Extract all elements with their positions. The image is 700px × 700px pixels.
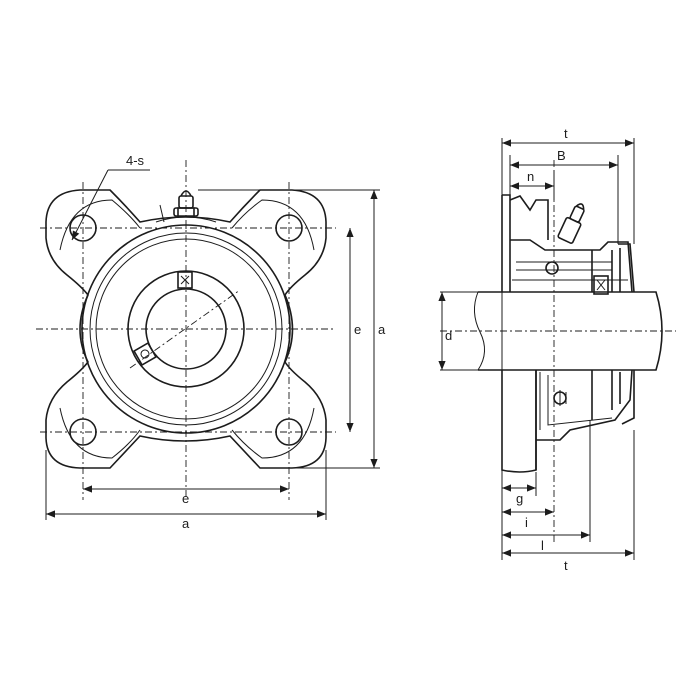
lobe-br-inner	[231, 407, 315, 459]
lobe-tl-inner	[59, 199, 141, 251]
housing-upper-lines	[512, 261, 628, 281]
dim-B-label: B	[557, 148, 566, 163]
housing-lower	[535, 369, 633, 470]
dim-g-label: g	[516, 491, 523, 506]
side-grease-nipple-icon	[557, 203, 585, 244]
set-screw-side-icon	[132, 341, 158, 367]
ball-lower-detail	[559, 390, 567, 406]
dim-n-label: n	[527, 169, 534, 184]
side-set-screw-cross	[596, 279, 606, 291]
dim-t-bottom-label: t	[564, 558, 568, 573]
dim-e-vertical-label: e	[354, 322, 361, 337]
side-flange-top	[509, 195, 549, 240]
front-view: 4-s e a e a	[36, 153, 386, 531]
set-screw-top-icon	[177, 271, 193, 289]
ball-upper	[545, 261, 559, 275]
hole-spec-leader-arrow	[71, 169, 109, 241]
side-flange	[501, 194, 537, 473]
housing-upper	[510, 239, 633, 293]
dim-l-label: l	[541, 538, 544, 553]
dim-d-label: d	[445, 328, 452, 343]
hole-spec-label: 4-s	[126, 153, 145, 168]
lobe-tr-inner	[231, 199, 315, 251]
dim-a-vertical-label: a	[378, 322, 386, 337]
dim-i-label: i	[525, 515, 528, 530]
side-view: t B n d g i l t	[438, 126, 676, 573]
side-set-screw-icon	[593, 275, 609, 295]
seal-lower	[591, 370, 621, 420]
shaft-break	[474, 291, 485, 371]
end-cover	[618, 243, 635, 425]
dim-e-horizontal-label: e	[182, 491, 189, 506]
lobe-bl-inner	[59, 407, 141, 459]
seal-upper	[591, 248, 621, 292]
housing-lower-lines	[539, 372, 613, 430]
dim-a-horizontal-label: a	[182, 516, 190, 531]
dim-t-top-label: t	[564, 126, 568, 141]
